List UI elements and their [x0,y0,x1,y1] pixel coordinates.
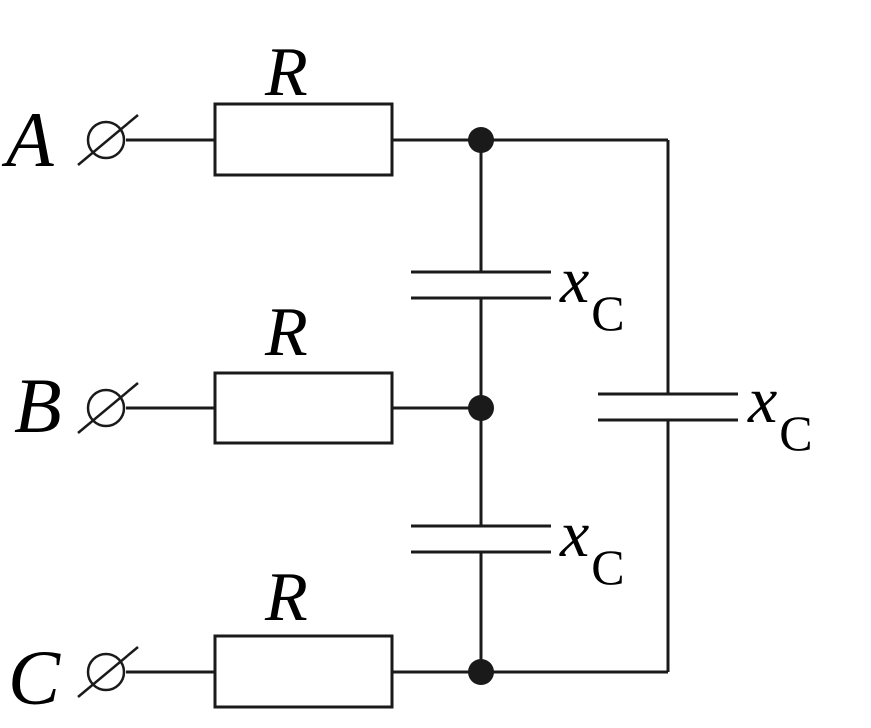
junction-node-a [468,127,494,153]
junction-node-b [468,395,494,421]
capacitor-upper-subscript: C [591,285,624,341]
resistor-c-body [213,634,394,709]
resistor-a: R [213,34,394,177]
capacitor-lower-subscript: C [591,539,624,595]
capacitor-right-subscript: C [779,405,812,461]
terminal-a-slash [77,114,139,166]
terminal-a-label: A [1,96,54,183]
resistor-a-label: R [264,34,308,111]
terminal-b-label: B [14,362,62,449]
terminal-c-slash [77,646,139,698]
capacitor-right-label: xC [747,364,813,461]
capacitor-lower-symbol: x [559,498,589,571]
terminal-c-label: C [8,634,61,721]
resistor-c: R [213,559,394,709]
capacitor-upper-label: xC [559,244,625,341]
capacitor-right: xC [598,364,813,461]
capacitor-lower-label: xC [559,498,625,595]
terminal-a: A [1,96,139,183]
resistor-b-label: R [264,294,308,371]
capacitor-upper-symbol: x [559,244,589,317]
resistor-b-body [213,371,394,445]
resistor-a-body [213,102,394,177]
capacitor-lower: xC [411,498,625,595]
wires [126,138,670,674]
terminal-b-slash [77,382,139,434]
terminal-c: C [8,634,139,721]
capacitor-upper: xC [411,244,625,341]
resistor-c-label: R [264,559,308,636]
capacitor-right-symbol: x [747,364,777,437]
resistor-b: R [213,294,394,445]
junction-node-c [468,659,494,685]
terminal-b: B [14,362,139,449]
junction-nodes [468,127,494,685]
